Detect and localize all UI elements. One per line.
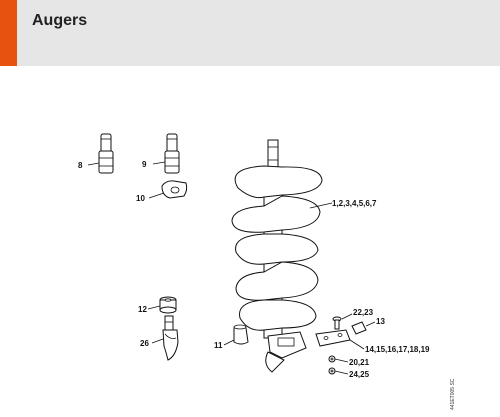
part-22-23-screw xyxy=(332,316,342,330)
part-14-19-blade xyxy=(315,329,351,347)
leader-14-19 xyxy=(349,339,365,350)
header-bar xyxy=(0,0,500,66)
leader-10 xyxy=(148,192,165,199)
part-26-point xyxy=(162,315,179,361)
leader-8 xyxy=(87,162,100,166)
leader-22-23 xyxy=(341,313,353,320)
callout-9: 9 xyxy=(142,160,147,169)
part-10-clip xyxy=(161,180,188,199)
part-11-sleeve xyxy=(233,324,249,345)
leader-26 xyxy=(151,338,164,344)
leader-9 xyxy=(152,161,166,165)
callout-10: 10 xyxy=(136,194,145,203)
page-title: Augers xyxy=(32,12,88,29)
part-8-pin xyxy=(98,133,114,174)
callout-13: 13 xyxy=(376,317,385,326)
callout-22-23: 22,23 xyxy=(353,308,374,317)
callout-24-25: 24,25 xyxy=(349,370,370,379)
callout-26: 26 xyxy=(140,339,149,348)
leader-1-7 xyxy=(309,202,333,209)
callout-11: 11 xyxy=(214,341,223,350)
part-13-clip xyxy=(351,321,367,335)
leader-20-21 xyxy=(334,358,349,363)
callout-12: 12 xyxy=(138,305,147,314)
part-9-pin xyxy=(164,133,180,174)
part-12-collar xyxy=(159,296,177,314)
callout-14-19: 14,15,16,17,18,19 xyxy=(365,345,430,354)
part-20-21-washer xyxy=(328,355,336,363)
leader-11 xyxy=(223,339,235,346)
header-accent xyxy=(0,0,17,66)
part-24-25-nut xyxy=(328,367,336,375)
leader-12 xyxy=(147,305,161,310)
callout-20-21: 20,21 xyxy=(349,358,370,367)
leader-24-25 xyxy=(334,370,349,375)
callout-1-7: 1,2,3,4,5,6,7 xyxy=(332,199,377,208)
callout-8: 8 xyxy=(78,161,83,170)
auger-assembly xyxy=(231,139,323,373)
leader-13 xyxy=(365,321,376,327)
drawing-code: 441ET005 SC xyxy=(450,378,456,410)
